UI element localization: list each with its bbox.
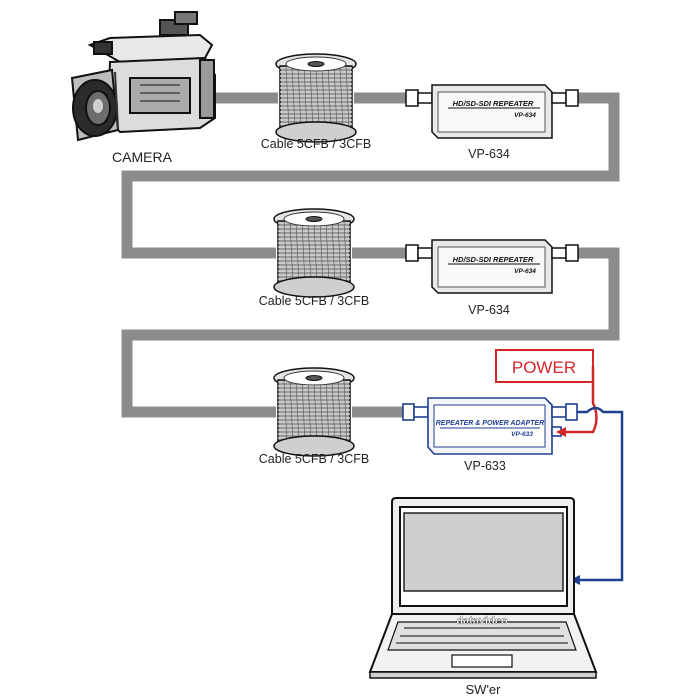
spool-winding-shade [289,379,294,445]
power-label-box [495,349,594,383]
spool-bottom-flange [273,435,355,457]
spool-winding-shade [343,379,348,445]
spool-winding-shade [337,379,342,445]
spool-winding-shade [337,220,342,286]
spool-bottom-flange [273,276,355,298]
spool-hub [305,216,323,222]
spool-winding-shade [315,65,320,131]
spool-hub [307,61,325,67]
repeater-unit-1: HD/SD-SDI REPEATER VP-634 [405,84,579,139]
spool-winding-shade [339,65,344,131]
cable-label-1: Cable 5CFB / 3CFB [261,137,371,151]
repeater-1-plate-title: HD/SD-SDI REPEATER [453,99,534,108]
adapter-model-label: VP-633 [464,459,506,473]
spool-winding-shade [319,379,324,445]
spool-winding-shade [301,379,306,445]
spool-winding-shade [301,220,306,286]
spool-winding-shade [291,65,296,131]
cable-label-3: Cable 5CFB / 3CFB [259,452,369,466]
spool-bottom-flange [275,121,357,143]
spool-winding-shade [343,220,348,286]
power-feed-arrow [566,366,598,434]
switcher-label: SW'er [466,682,502,697]
spool-winding-shade [333,65,338,131]
spool-winding-shade [307,379,312,445]
cable-spool-3 [273,367,355,457]
spool-winding-shade [283,379,288,445]
camera-illustration [70,11,216,142]
adapter-plate-title: REPEATER & POWER ADAPTER [436,420,545,427]
switcher-brand-logo: datavideo [456,615,508,627]
power-label: POWER [512,358,576,377]
cable-label-2: Cable 5CFB / 3CFB [259,294,369,308]
spool-body [277,220,351,286]
spool-winding-shade [313,379,318,445]
repeater-2-plate-title: HD/SD-SDI REPEATER [453,255,534,264]
spool-winding-shade [331,379,336,445]
spool-winding-shade [325,379,330,445]
spool-winding-shade [283,220,288,286]
adapter-plate-model: VP-633 [511,431,533,438]
repeater-2-model-label: VP-634 [468,303,510,317]
spool-winding-shade [297,65,302,131]
spool-winding-shade [307,220,312,286]
spool-winding-shade [289,220,294,286]
spool-winding-shade [309,65,314,131]
spool-winding-shade [345,65,350,131]
coax-cable-path [121,92,620,418]
repeater-1-model-label: VP-634 [468,147,510,161]
repeater-2-plate-model: VP-634 [514,268,536,275]
spool-winding-shade [331,220,336,286]
repeater-unit-2: HD/SD-SDI REPEATER VP-634 [405,239,579,294]
switcher-laptop [368,497,598,679]
camera-label: CAMERA [112,149,173,165]
spool-winding-shade [321,65,326,131]
signal-output-line [577,406,624,582]
spool-hub [305,375,323,381]
spool-winding-shade [303,65,308,131]
spool-winding-shade [325,220,330,286]
spool-winding-shade [319,220,324,286]
power-arrowhead [556,427,566,437]
spool-winding-shade [285,65,290,131]
cable-spool-1 [275,53,357,143]
repeater-1-plate-model: VP-634 [514,112,536,119]
cable-spool-2 [273,208,355,298]
spool-winding-shade [295,379,300,445]
spool-winding-shade [313,220,318,286]
spool-winding-shade [327,65,332,131]
power-adapter-unit [402,397,578,455]
spool-winding-shade [295,220,300,286]
